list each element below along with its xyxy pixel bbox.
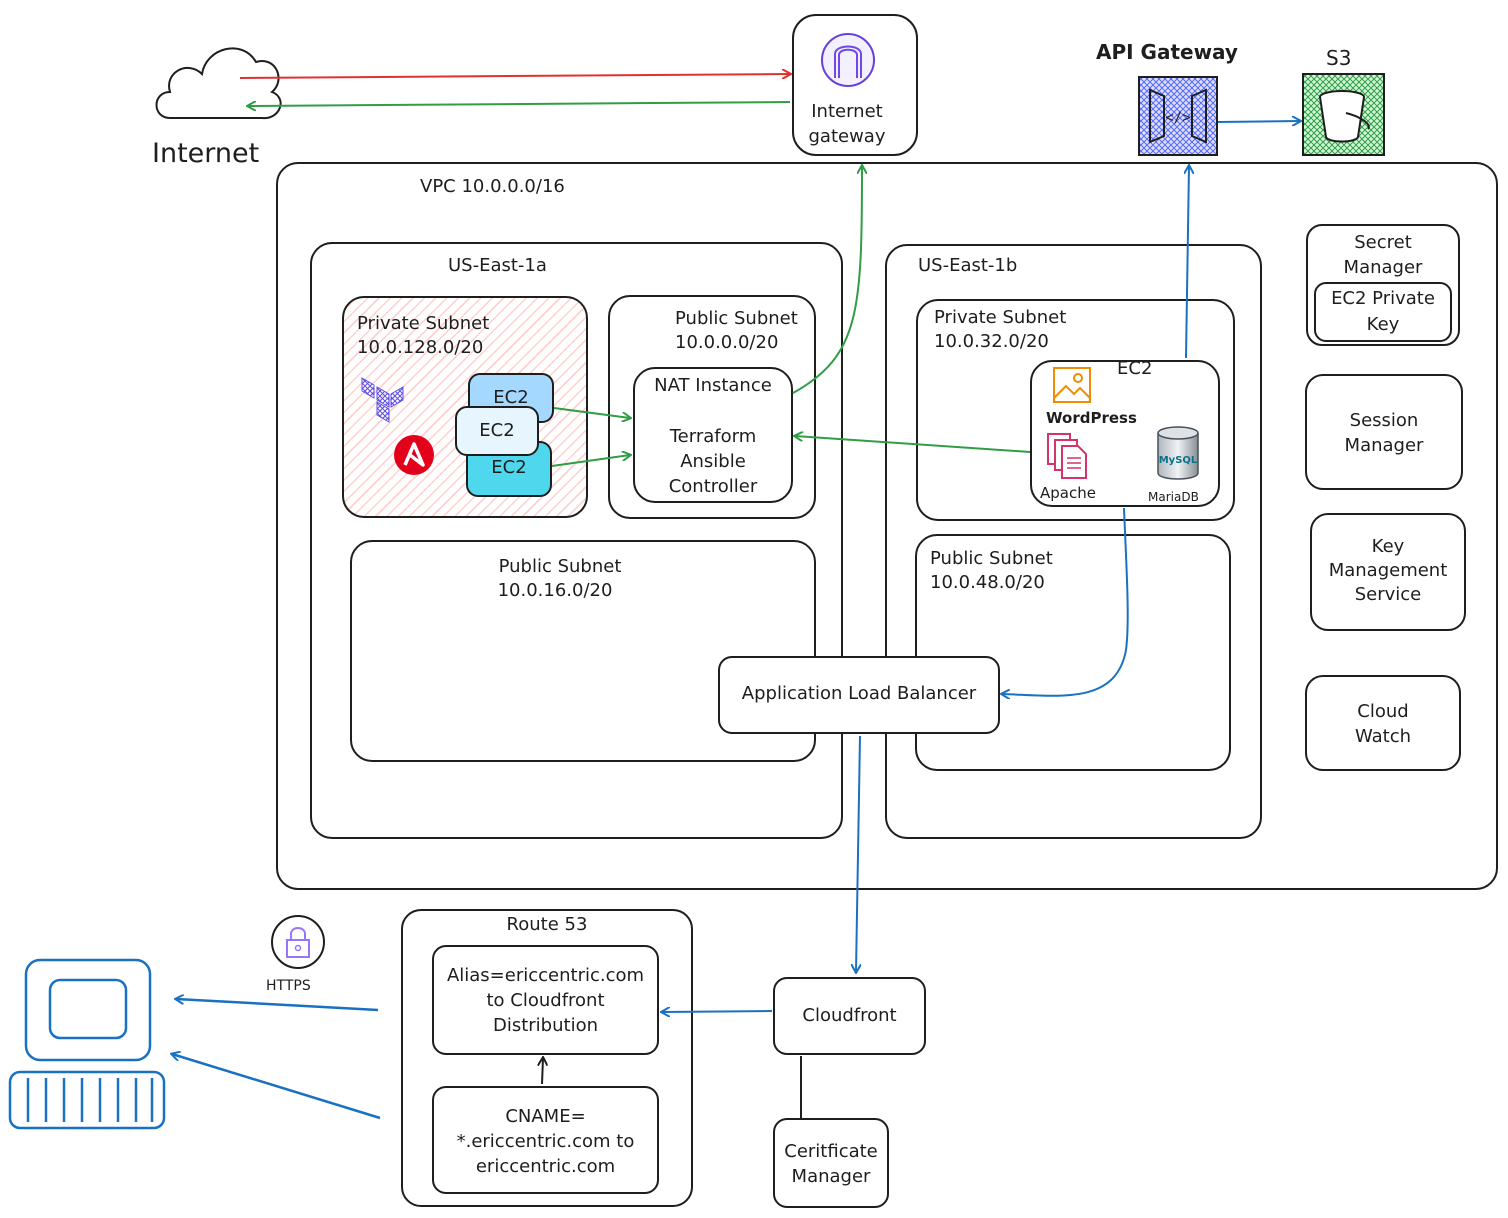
session-manager-label: Session Manager bbox=[1344, 410, 1424, 456]
application-load-balancer bbox=[718, 656, 1000, 734]
mysql-text: MySQL bbox=[1159, 455, 1198, 466]
public-subnet-1a-bottom-cidr: 10.0.16.0/20 bbox=[497, 580, 613, 601]
internet-gateway-label: Internet gateway bbox=[808, 101, 886, 147]
cloudfront bbox=[773, 977, 926, 1055]
public-subnet-1b-name: Public Subnet bbox=[930, 548, 1053, 569]
api-gateway-to-s3-arrow bbox=[1217, 121, 1300, 122]
cloud-icon bbox=[155, 47, 282, 120]
https-label: HTTPS bbox=[266, 978, 311, 994]
private-subnet-1a-cidr: 10.0.128.0/20 bbox=[357, 337, 484, 358]
alb-label: Application Load Balancer bbox=[741, 683, 977, 704]
lock-icon bbox=[271, 915, 325, 969]
ansible-logo-icon bbox=[394, 435, 434, 475]
private-subnet-1b-name: Private Subnet bbox=[934, 307, 1067, 328]
route53-label: Route 53 bbox=[506, 914, 588, 935]
vpc-label: VPC 10.0.0.0/16 bbox=[420, 176, 565, 197]
nat-instance-title: NAT Instance bbox=[654, 375, 772, 396]
vpc-container bbox=[276, 162, 1498, 890]
private-subnet-1a-name: Private Subnet bbox=[357, 313, 490, 334]
apache-documents-icon bbox=[1047, 433, 1087, 479]
svg-text:</>: </> bbox=[1165, 110, 1190, 126]
public-subnet-1b-cidr: 10.0.48.0/20 bbox=[930, 572, 1045, 593]
secret-manager-label: Secret Manager bbox=[1343, 232, 1423, 278]
kms-label: Key Management Service bbox=[1328, 536, 1448, 605]
wordpress-label: WordPress bbox=[1046, 409, 1137, 427]
key-management-service bbox=[1310, 513, 1466, 631]
internet-to-igw-arrow bbox=[239, 74, 790, 78]
az-us-east-1a bbox=[310, 242, 843, 839]
public-subnet-1a-top-cidr: 10.0.0.0/20 bbox=[675, 332, 779, 353]
cloudfront-label: Cloudfront bbox=[802, 1005, 897, 1026]
ec2-web-label: EC2 bbox=[1117, 358, 1153, 379]
cloudwatch bbox=[1305, 675, 1461, 771]
az-us-east-1b bbox=[885, 244, 1262, 839]
cloudwatch-label: Cloud Watch bbox=[1354, 701, 1412, 747]
ec2-instance-2-label: EC2 bbox=[479, 420, 515, 441]
cname-record-label: CNAME= *.ericcentric.com to ericcentric.… bbox=[456, 1106, 635, 1177]
alias-record-label: Alias=ericcentric.com to Cloudfront Dist… bbox=[446, 965, 645, 1036]
certificate-manager-label: Ceritficate Manager bbox=[784, 1141, 878, 1187]
terraform-logo-icon bbox=[361, 377, 404, 423]
s3-bucket-icon bbox=[1302, 73, 1385, 156]
ec2-private-key bbox=[1314, 282, 1452, 342]
public-subnet-1a-bottom-name: Public Subnet bbox=[498, 556, 622, 577]
private-subnet-1b-cidr: 10.0.32.0/20 bbox=[934, 331, 1049, 352]
az-us-east-1a-label: US-East-1a bbox=[448, 255, 547, 276]
mariadb-label: MariaDB bbox=[1148, 490, 1199, 504]
internet-gateway-icon bbox=[821, 33, 875, 87]
nat-instance-body: Terraform Ansible Controller bbox=[668, 426, 758, 497]
s3-label: S3 bbox=[1326, 46, 1352, 70]
cname-record bbox=[432, 1086, 659, 1194]
internet-label: Internet bbox=[152, 138, 260, 169]
session-manager bbox=[1305, 374, 1463, 490]
ec2-instance-1-label: EC2 bbox=[493, 387, 529, 408]
az-us-east-1b-label: US-East-1b bbox=[918, 255, 1018, 276]
route53-to-client-arrow-2 bbox=[172, 1054, 381, 1120]
ec2-instance-2 bbox=[455, 406, 539, 456]
ec2-private-key-label: EC2 Private Key bbox=[1331, 288, 1435, 335]
ec2-instance-3-label: EC2 bbox=[491, 457, 527, 478]
wordpress-image-icon bbox=[1053, 367, 1091, 403]
alias-record bbox=[432, 945, 659, 1055]
apache-label: Apache bbox=[1040, 484, 1096, 502]
api-gateway-label: API Gateway bbox=[1096, 40, 1238, 64]
mariadb-database-icon: MySQL bbox=[1157, 426, 1199, 480]
certificate-manager bbox=[773, 1118, 889, 1208]
nat-instance bbox=[633, 367, 793, 503]
public-subnet-1a-top-name: Public Subnet bbox=[675, 308, 798, 329]
route53-to-client-arrow-1 bbox=[176, 999, 379, 1012]
api-gateway-icon: </> bbox=[1138, 76, 1218, 156]
igw-to-internet-arrow bbox=[248, 102, 791, 106]
computer-icon bbox=[8, 958, 166, 1130]
